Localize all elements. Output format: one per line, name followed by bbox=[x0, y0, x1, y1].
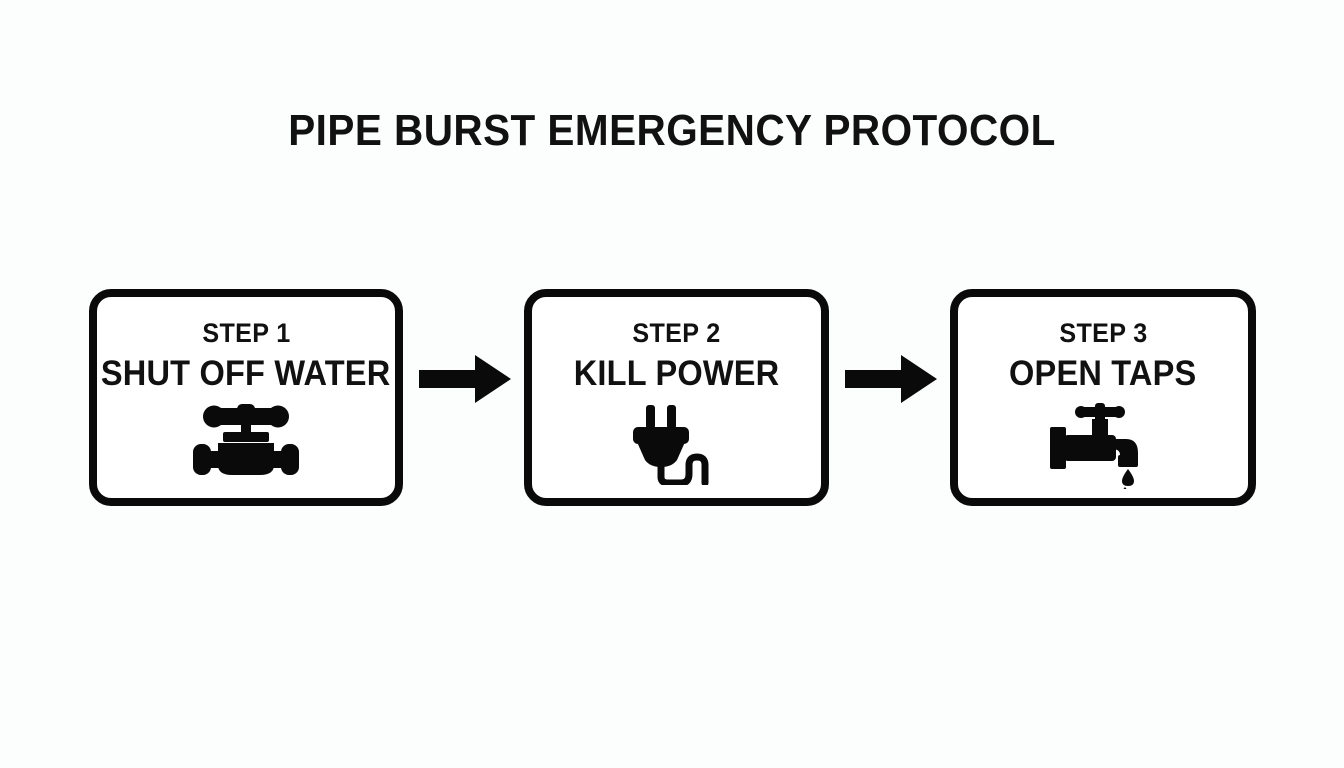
step-action-label: OPEN TAPS bbox=[1009, 354, 1197, 393]
step-box-2[interactable]: STEP 2 KILL POWER bbox=[524, 289, 829, 506]
right-arrow-icon bbox=[845, 355, 937, 408]
step-number-label: STEP 1 bbox=[201, 318, 291, 348]
step-number-label: STEP 3 bbox=[1058, 318, 1148, 348]
step-action-label: SHUT OFF WATER bbox=[101, 354, 391, 393]
gate-valve-icon bbox=[190, 403, 302, 484]
page-title: PIPE BURST EMERGENCY PROTOCOL bbox=[288, 106, 1056, 155]
step-number-label: STEP 2 bbox=[632, 318, 721, 348]
step-action-label: KILL POWER bbox=[573, 354, 780, 393]
step-box-1[interactable]: STEP 1 SHUT OFF WATER bbox=[89, 289, 403, 506]
step-box-3[interactable]: STEP 3 OPEN TAPS bbox=[950, 289, 1256, 506]
electric-plug-icon bbox=[629, 403, 725, 490]
faucet-dripping-icon bbox=[1048, 403, 1158, 497]
right-arrow-icon bbox=[419, 355, 511, 408]
